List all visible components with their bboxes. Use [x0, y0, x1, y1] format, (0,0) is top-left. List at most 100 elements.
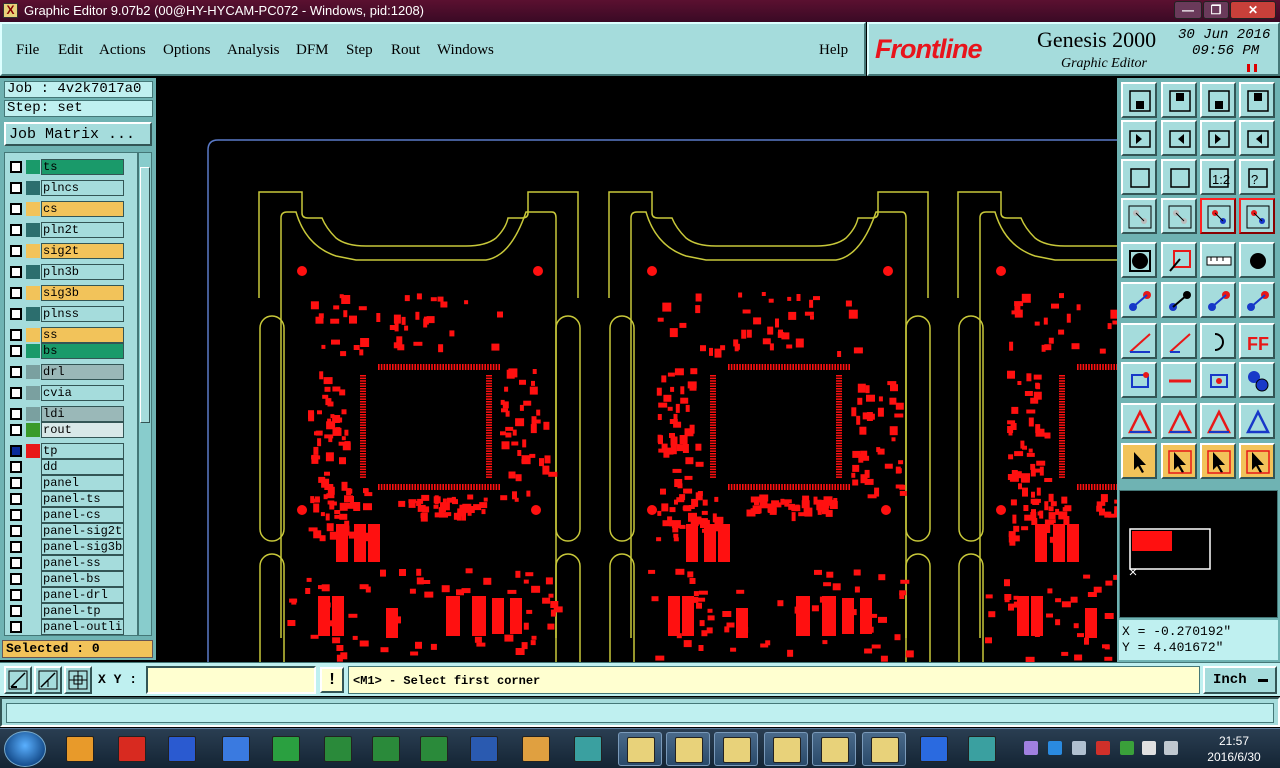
layer-name[interactable]: panel-tp	[41, 603, 124, 619]
taskbar-graphic-editor-5[interactable]	[812, 732, 856, 766]
grid-mode-button[interactable]	[64, 666, 92, 694]
layer-color-swatch[interactable]	[26, 160, 40, 174]
tray-icon-frontline[interactable]	[1048, 741, 1062, 755]
tray-icon-security[interactable]	[1096, 741, 1110, 755]
pan-left-tool-button[interactable]	[1121, 120, 1157, 156]
layer-row-panel-tp[interactable]: panel-tp	[5, 603, 137, 619]
menu-file[interactable]: File	[16, 42, 40, 58]
layer-color-swatch[interactable]	[26, 407, 40, 421]
layer-row-pln2t[interactable]: pln2t	[5, 222, 137, 238]
menu-options[interactable]: Options	[163, 42, 211, 58]
job-matrix-button[interactable]: Job Matrix ...	[4, 122, 152, 146]
layer-checkbox[interactable]	[10, 557, 22, 569]
menu-actions[interactable]: Actions	[99, 42, 146, 58]
layer-row-ts[interactable]: ts	[5, 159, 137, 175]
alert-button[interactable]: !	[320, 667, 344, 693]
pan-right-tool-button[interactable]	[1161, 120, 1197, 156]
layer-color-swatch[interactable]	[26, 181, 40, 195]
taskbar-notepad[interactable]	[214, 732, 258, 766]
layer-row-sig3b[interactable]: sig3b	[5, 285, 137, 301]
menu-rout[interactable]: Rout	[391, 42, 421, 58]
layer-checkbox[interactable]	[10, 477, 22, 489]
taskbar-graphic-editor-1[interactable]	[618, 732, 662, 766]
angle-line-tool-button[interactable]	[1121, 323, 1157, 359]
layer-checkbox[interactable]	[10, 573, 22, 585]
menu-help[interactable]: Help	[819, 42, 849, 58]
layer-name[interactable]: panel	[41, 475, 124, 491]
layer-checkbox[interactable]	[10, 245, 22, 257]
units-selector[interactable]: Inch	[1203, 666, 1277, 694]
layer-row-panel-sig3b[interactable]: panel-sig3b	[5, 539, 137, 555]
layer-checkbox[interactable]	[10, 605, 22, 617]
text-ff-tool-button[interactable]: FF	[1239, 323, 1275, 359]
layer-name[interactable]: rout	[41, 422, 124, 438]
grid-tool-button[interactable]	[1161, 198, 1197, 234]
select-mode-button[interactable]	[4, 666, 32, 694]
layer-row-pln3b[interactable]: pln3b	[5, 264, 137, 280]
layer-name[interactable]: panel-sig2t	[41, 523, 124, 539]
taskbar-graphic-editor-4[interactable]	[764, 732, 808, 766]
layer-name[interactable]: panel-sig3b	[41, 539, 124, 555]
layer-name[interactable]: ss	[41, 327, 124, 343]
layer-row-panel[interactable]: panel	[5, 475, 137, 491]
close-button[interactable]: ✕	[1230, 1, 1276, 19]
layer-name[interactable]: panel-outline	[41, 619, 124, 635]
layer-color-swatch[interactable]	[26, 460, 40, 474]
start-button[interactable]	[4, 731, 46, 767]
layer-checkbox[interactable]	[10, 203, 22, 215]
layer-color-swatch[interactable]	[26, 476, 40, 490]
layer-row-ss[interactable]: ss	[5, 327, 137, 343]
layer-name[interactable]: panel-bs	[41, 571, 124, 587]
layer-color-swatch[interactable]	[26, 344, 40, 358]
layer-row-cs[interactable]: cs	[5, 201, 137, 217]
snap-tool-button[interactable]	[1239, 120, 1275, 156]
taskbar-word[interactable]	[462, 732, 506, 766]
home-view-tool-button[interactable]	[1200, 82, 1236, 118]
layer-row-drl[interactable]: drl	[5, 364, 137, 380]
layer-feature-red-tool-button[interactable]	[1239, 198, 1275, 234]
layer-name[interactable]: dd	[41, 459, 124, 475]
help-query-tool-button[interactable]: ?	[1239, 159, 1275, 195]
layer-name[interactable]: drl	[41, 364, 124, 380]
measure-mode-button[interactable]	[34, 666, 62, 694]
layer-name[interactable]: sig3b	[41, 285, 124, 301]
layer-name[interactable]: plncs	[41, 180, 124, 196]
tray-icon-network-share[interactable]	[1072, 741, 1086, 755]
layer-color-swatch[interactable]	[26, 492, 40, 506]
align-tool-button[interactable]	[1200, 362, 1236, 398]
layer-checkbox[interactable]	[10, 589, 22, 601]
taskbar-save-disk[interactable]	[160, 732, 204, 766]
step-down-tool-button[interactable]	[1161, 82, 1197, 118]
taskbar-graphic-editor-3[interactable]	[714, 732, 758, 766]
polygon-add-tool-button[interactable]	[1161, 242, 1197, 278]
layer-color-swatch[interactable]	[26, 202, 40, 216]
layer-checkbox[interactable]	[10, 287, 22, 299]
layer-row-panel-outline[interactable]: panel-outline	[5, 619, 137, 635]
layer-color-swatch[interactable]	[26, 223, 40, 237]
layer-row-plncs[interactable]: plncs	[5, 180, 137, 196]
layer-row-cvia[interactable]: cvia	[5, 385, 137, 401]
layer-feature-tool-button[interactable]	[1200, 198, 1236, 234]
taskbar-excel-3[interactable]	[412, 732, 456, 766]
layer-row-panel-sig2t[interactable]: panel-sig2t	[5, 523, 137, 539]
taskbar-excel-2[interactable]	[364, 732, 408, 766]
maximize-button[interactable]: ❐	[1203, 1, 1229, 19]
layer-row-panel-ts[interactable]: panel-ts	[5, 491, 137, 507]
taskbar-genesis-task[interactable]	[960, 732, 1004, 766]
zoom-window-tool-button[interactable]	[1239, 82, 1275, 118]
layer-name[interactable]: bs	[41, 343, 124, 359]
zoom-fit-tool-button[interactable]	[1121, 159, 1157, 195]
layer-row-dd[interactable]: dd	[5, 459, 137, 475]
trapezoid-tool-button[interactable]	[1200, 403, 1236, 439]
layer-checkbox[interactable]	[10, 525, 22, 537]
taskbar-pads[interactable]	[264, 732, 308, 766]
layer-checkbox[interactable]	[10, 461, 22, 473]
scrollbar-thumb[interactable]	[140, 167, 150, 423]
graphic-canvas[interactable]	[156, 78, 1278, 675]
layer-color-swatch[interactable]	[26, 524, 40, 538]
system-clock[interactable]: 21:57 2016/6/30	[1196, 733, 1272, 765]
pointer-select-tool-button[interactable]	[1161, 443, 1197, 479]
layer-row-plnss[interactable]: plnss	[5, 306, 137, 322]
pointer-area-tool-button[interactable]	[1200, 443, 1236, 479]
copy-circles-tool-button[interactable]	[1239, 362, 1275, 398]
